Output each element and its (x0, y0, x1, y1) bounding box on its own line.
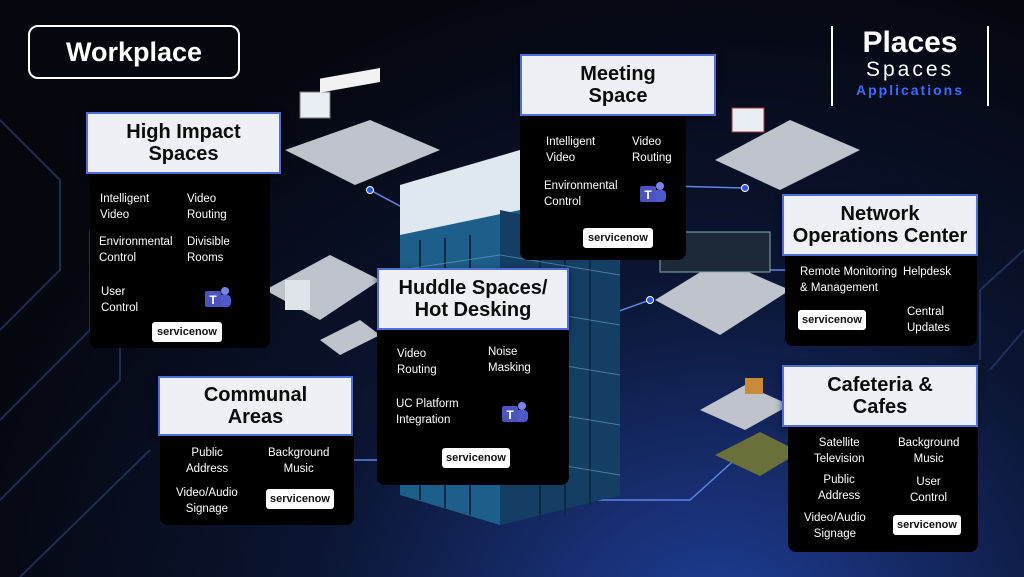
servicenow-logo: servicenow (442, 448, 510, 468)
high-impact-title-1: High Impact (126, 121, 241, 143)
communal-panel (160, 432, 354, 525)
feature-helpdesk: Helpdesk (903, 266, 951, 278)
huddle-header: Huddle Spaces/Hot Desking (377, 268, 569, 330)
brand-line-applications: Applications (855, 82, 964, 98)
servicenow-logo: servicenow (893, 515, 961, 535)
svg-text:T: T (506, 408, 514, 422)
servicenow-logo: servicenow (152, 322, 222, 342)
noc-panel (785, 250, 977, 346)
teams-icon: T (640, 182, 666, 202)
brand-line-spaces: Spaces (865, 58, 955, 81)
servicenow-logo: servicenow (266, 489, 334, 509)
brand-line-places: Places (862, 26, 958, 59)
svg-text:T: T (644, 188, 652, 202)
brand-logo: Places Spaces Applications (831, 26, 989, 106)
high-impact-title-2: Spaces (148, 143, 219, 165)
teams-icon: T (502, 402, 528, 422)
teams-icon: T (205, 287, 231, 307)
cafeteria-header: Cafeteria &Cafes (782, 365, 978, 427)
servicenow-logo: servicenow (798, 310, 866, 330)
svg-text:T: T (209, 293, 217, 307)
page-title: Workplace (28, 25, 240, 79)
feature-remote-monitoring: Remote Monitoring& Management (800, 266, 898, 294)
servicenow-logo: servicenow (583, 228, 653, 248)
high-impact-panel (90, 170, 270, 348)
